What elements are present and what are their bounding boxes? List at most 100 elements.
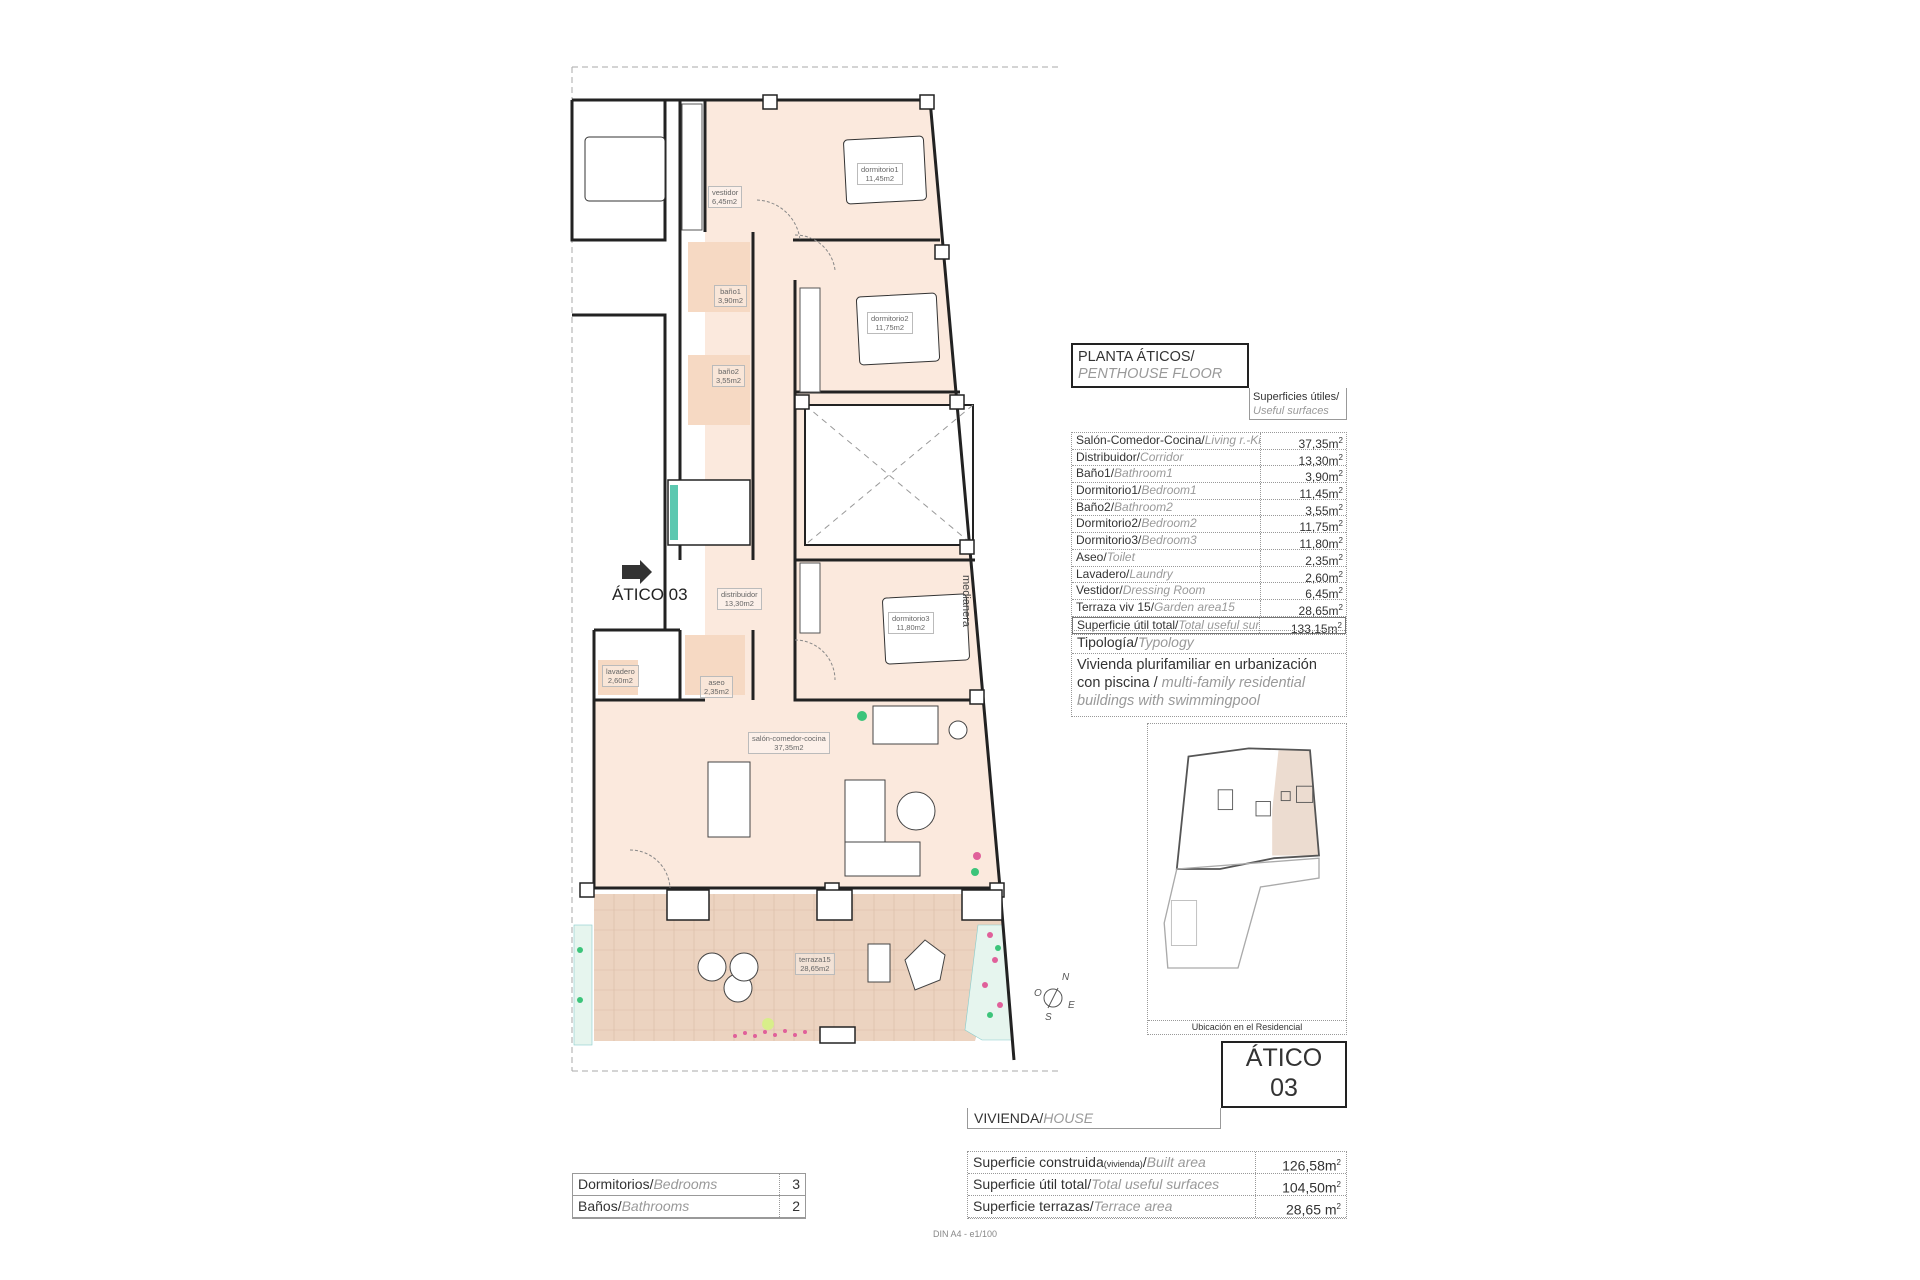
surface-value: 13,30m2 (1261, 450, 1346, 468)
surface-value-number: 13,30m (1298, 453, 1339, 468)
pillars (579, 94, 1005, 898)
area-value-number: 28,65 m (1285, 1201, 1337, 1218)
surface-value-unit: 2 (1338, 452, 1343, 462)
surface-value-number: 3,55m (1305, 503, 1339, 518)
surface-name: Vestidor/Dressing Room (1072, 583, 1261, 599)
surface-name-en: Garden area15 (1154, 599, 1235, 614)
surface-value: 2,60m2 (1261, 567, 1346, 585)
planter-left (573, 924, 593, 1046)
surface-name-es: Terraza viv 15/ (1076, 599, 1155, 614)
surface-name-es: Distribuidor/ (1076, 449, 1141, 464)
surfaces-table: Salón-Comedor-Cocina/Living r.-Kitchen37… (1071, 432, 1347, 636)
surface-name: Superficie útil total/Total useful surfa… (1073, 617, 1260, 634)
areas-table: Superficie construida(vivienda)/Built ar… (967, 1151, 1347, 1219)
entrance-arrow-icon (622, 560, 652, 584)
surface-name-en: Bedroom2 (1141, 516, 1197, 531)
surface-value: 11,75m2 (1261, 516, 1346, 534)
area-name-es: Superficie construida (973, 1154, 1104, 1170)
plot-boundary (571, 66, 1059, 1072)
surface-value-unit: 2 (1338, 569, 1343, 579)
surface-name-en: Bedroom3 (1141, 533, 1197, 548)
surface-value-number: 2,35m (1305, 553, 1339, 568)
surface-value-number: 28,65m (1298, 603, 1339, 618)
area-name-es: Superficie útil total/ (973, 1176, 1092, 1192)
surface-value-unit: 2 (1338, 486, 1343, 496)
unit-id-line2: 03 (1270, 1074, 1298, 1102)
surface-value: 11,80m2 (1261, 533, 1346, 552)
surface-name: Dormitorio2/Bedroom2 (1072, 516, 1261, 533)
surface-value-unit: 2 (1338, 502, 1343, 512)
count-value: 2 (792, 1198, 800, 1214)
terrace-walls (666, 889, 1003, 1044)
surface-value-number: 11,80m (1299, 537, 1339, 552)
compass-icon (1043, 988, 1063, 1008)
living-furniture (697, 705, 968, 1003)
surface-value-unit: 2 (1338, 552, 1343, 562)
typology-description: Vivienda plurifamiliar en urbanización c… (1077, 657, 1317, 709)
surface-value: 3,55m2 (1261, 500, 1346, 518)
compass-west: O (1034, 988, 1042, 999)
surface-row: Superficie útil total/Total useful surfa… (1072, 616, 1346, 636)
surface-name-es: Salón-Comedor-Cocina/ (1076, 433, 1205, 447)
area-name-en: Total useful surfaces (1091, 1176, 1220, 1192)
area-name-en: Terrace area (1093, 1198, 1173, 1214)
floor-title-en: PENTHOUSE FLOOR (1078, 366, 1223, 382)
compass-north: N (1062, 972, 1070, 983)
area-name: Superficie construida(vivienda)/Built ar… (968, 1152, 1256, 1173)
surface-value-number: 3,90m (1305, 470, 1339, 485)
plants (577, 711, 1001, 1030)
surfaces-header: Superficies útiles/ Useful surfaces (1249, 388, 1347, 420)
surfaces-header-en: Useful surfaces (1253, 405, 1329, 417)
count-row: Baños/Bathrooms 2 (573, 1196, 805, 1218)
surface-name-es: Dormitorio1/ (1076, 483, 1142, 498)
terrace-floor (594, 894, 1004, 1041)
surface-name: Dormitorio1/Bedroom1 (1072, 483, 1261, 499)
surface-value-unit: 2 (1338, 586, 1343, 596)
location-caption: Ubicación en el Residencial (1148, 1020, 1346, 1034)
surface-name-es: Baño1/ (1076, 466, 1115, 481)
surface-value-unit: 2 (1337, 620, 1342, 630)
typology-label: Tipología/Typology (1072, 631, 1346, 654)
surface-value: 3,90m2 (1261, 466, 1346, 485)
elevator (667, 479, 751, 546)
surface-name-en: Laundry (1129, 566, 1173, 581)
count-name: Dormitorios/Bedrooms (573, 1174, 780, 1195)
walls (570, 98, 1016, 1061)
surface-name: Distribuidor/Corridor (1072, 449, 1261, 466)
surface-value-number: 6,45m (1305, 587, 1339, 602)
area-name: Superficie terrazas/Terrace area (968, 1196, 1256, 1217)
door-swings (629, 199, 836, 889)
surface-name-en: Toilet (1106, 549, 1135, 564)
area-value-number: 104,50m (1282, 1179, 1337, 1196)
surface-value: 6,45m2 (1261, 583, 1346, 602)
count-name-es: Baños/ (578, 1198, 622, 1214)
surface-value: 11,45m2 (1261, 483, 1346, 501)
surface-value: 2,35m2 (1261, 550, 1346, 568)
count-name-es: Dormitorios/ (578, 1176, 654, 1192)
count-name: Baños/Bathrooms (573, 1196, 780, 1217)
surface-name: Terraza viv 15/Garden area15 (1072, 599, 1261, 616)
surface-row: Salón-Comedor-Cocina/Living r.-Kitchen37… (1072, 433, 1346, 451)
surface-name: Baño1/Bathroom1 (1072, 466, 1261, 483)
area-value-unit: 2 (1336, 1158, 1341, 1167)
surface-name: Aseo/Toilet (1072, 549, 1261, 566)
surface-value-unit: 2 (1338, 436, 1343, 445)
surface-name: Lavadero/Laundry (1072, 566, 1261, 583)
surface-name-es: Vestidor/ (1076, 583, 1123, 598)
location-map: Ubicación en el Residencial (1147, 723, 1347, 1035)
typology-box: Tipología/Typology Vivienda plurifamilia… (1071, 630, 1347, 717)
surface-name-en: Bedroom1 (1141, 483, 1197, 498)
bathroom1-tile (688, 242, 750, 312)
area-value: 104,50m2 (1256, 1174, 1346, 1196)
elevator-glass (670, 485, 678, 540)
